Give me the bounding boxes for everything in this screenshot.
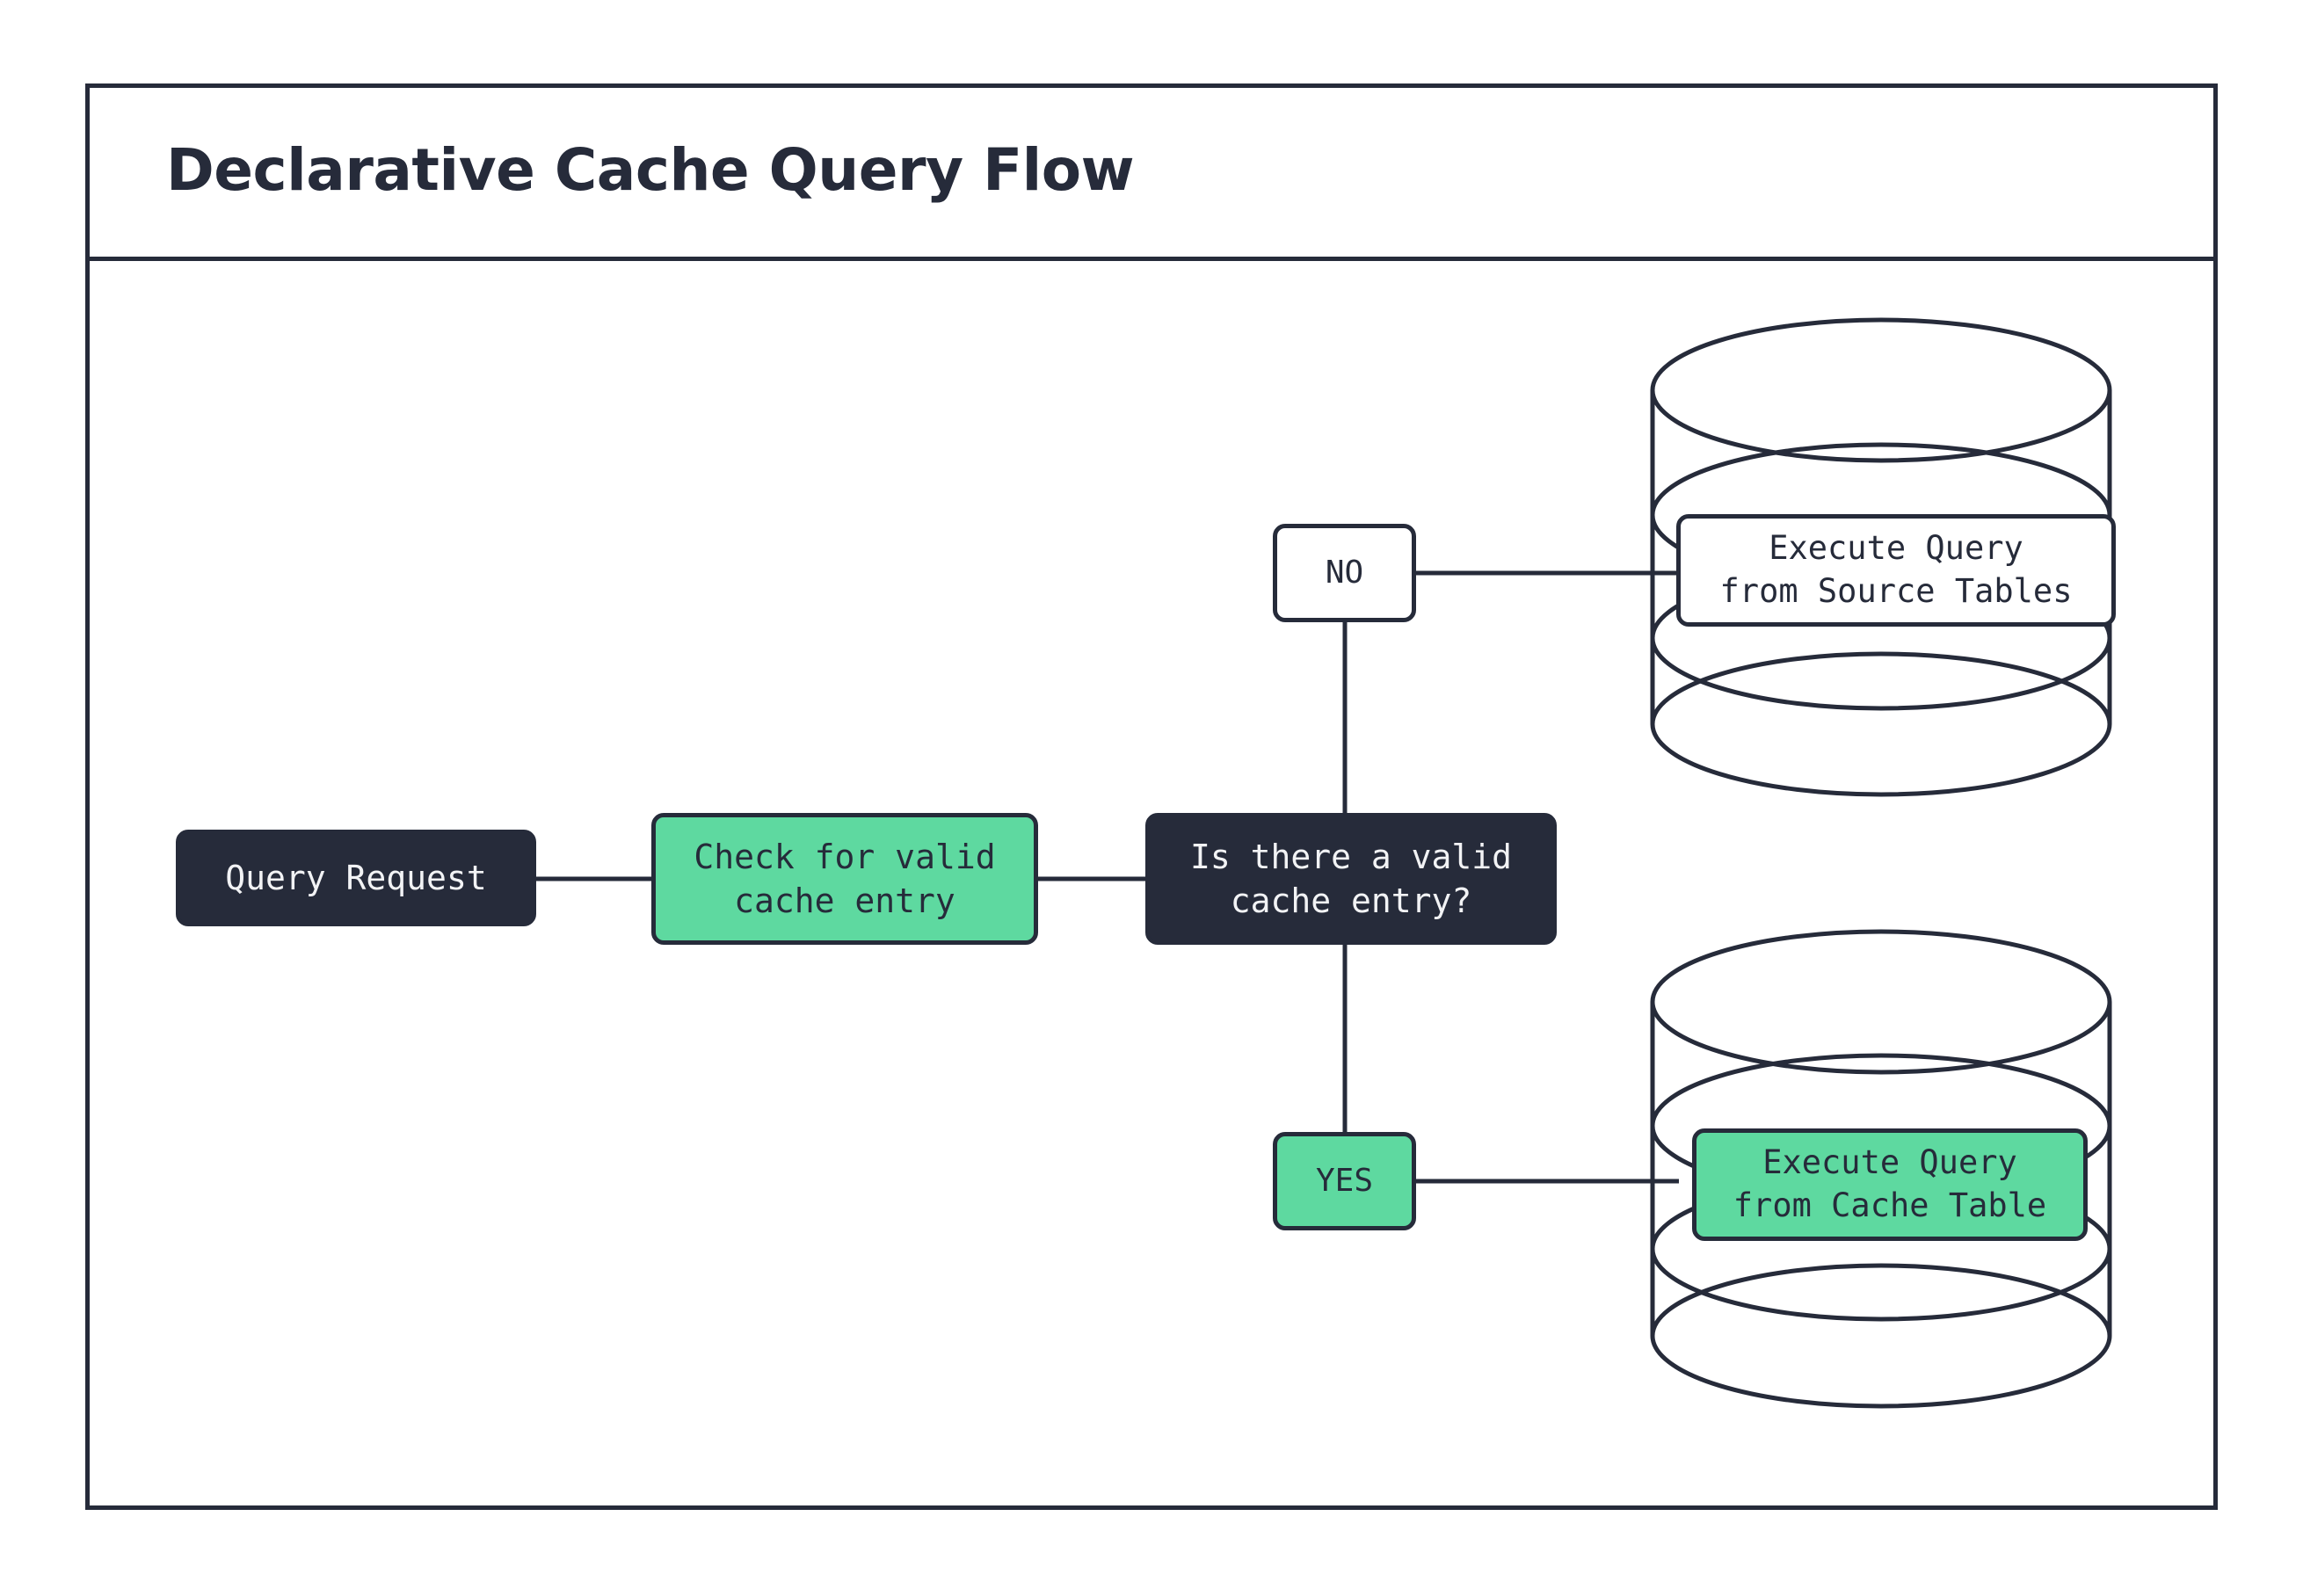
- page-title: Declarative Cache Query Flow: [166, 136, 1135, 204]
- node-execute-query-from-cache-table[interactable]: Execute Query from Cache Table: [1692, 1128, 2088, 1241]
- node-execute-query-from-source-tables[interactable]: Execute Query from Source Tables: [1676, 514, 2116, 627]
- node-check-for-valid-cache-entry[interactable]: Check for valid cache entry: [651, 813, 1038, 945]
- edge-label-no[interactable]: NO: [1273, 524, 1416, 622]
- title-bar: Declarative Cache Query Flow: [85, 83, 2218, 261]
- edge-label-yes[interactable]: YES: [1273, 1132, 1416, 1230]
- diagram-frame: [85, 83, 2218, 1510]
- node-is-there-a-valid-cache-entry[interactable]: Is there a valid cache entry?: [1145, 813, 1557, 945]
- node-query-request[interactable]: Query Request: [176, 830, 536, 926]
